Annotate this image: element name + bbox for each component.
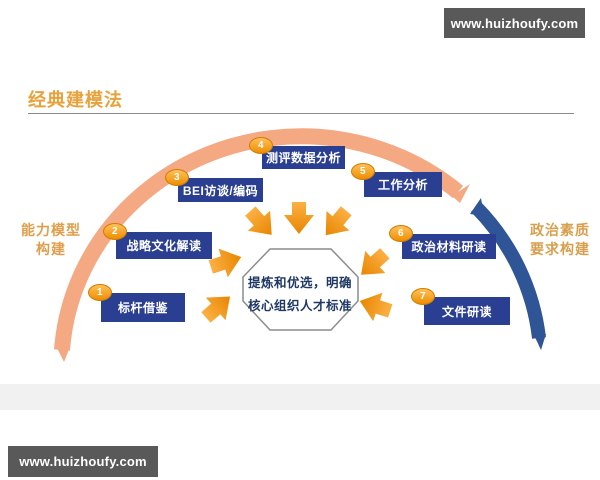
step-4-box: 4 测评数据分析: [249, 137, 345, 169]
step-4-badge: 4: [249, 137, 273, 154]
step-6-box: 6 政治材料研读: [389, 225, 496, 259]
step-5-badge: 5: [351, 163, 375, 180]
capability-arc-tail: [55, 344, 70, 362]
political-arc: [470, 202, 546, 339]
step-4-label: 测评数据分析: [265, 151, 341, 165]
arrow-icon-2: [284, 202, 314, 234]
step-7-badge: 7: [411, 288, 435, 305]
center-octagon: [242, 248, 359, 331]
step-1-box: 1 标杆借鉴: [88, 284, 185, 322]
page-title: 经典建模法: [28, 90, 123, 110]
step-2-box: 2 战略文化解读: [103, 223, 212, 259]
arrow-icon-3: [314, 201, 358, 245]
title-divider: [28, 113, 574, 114]
capability-arc-tip: [452, 184, 470, 203]
left-axis-label-line1: 能力模型: [21, 222, 81, 238]
step-5-label: 工作分析: [377, 178, 428, 192]
step-5-box: 5 工作分析: [351, 163, 442, 197]
step-3-box: 3 BEI访谈/编码: [165, 169, 263, 202]
capability-arc: [54, 128, 464, 351]
arrow-icon-4: [206, 242, 246, 282]
left-axis-label-line2: 构建: [36, 241, 66, 257]
step-1-label: 标杆借鉴: [117, 301, 168, 315]
step-2-label: 战略文化解读: [126, 239, 202, 253]
political-arc-tip: [470, 198, 484, 216]
arrow-icon-5: [196, 285, 240, 329]
center-statement: 提炼和优选，明确 核心组织人才标准: [243, 272, 357, 318]
step-7-box: 7 文件研读: [411, 288, 510, 325]
center-statement-line1: 提炼和优选，明确: [247, 276, 352, 290]
arrow-icon-7: [355, 286, 395, 326]
step-6-label: 政治材料研读: [411, 240, 487, 254]
bottom-gray-band: [0, 384, 600, 410]
political-arc-tail: [533, 333, 546, 350]
step-7-label: 文件研读: [441, 304, 492, 319]
step-3-label: BEI访谈/编码: [182, 183, 259, 198]
watermark-bottom: www.huizhoufy.com: [8, 446, 158, 477]
watermark-top: www.huizhoufy.com: [444, 8, 585, 38]
right-axis-label-line1: 政治素质: [530, 222, 590, 238]
center-statement-line2: 核心组织人才标准: [247, 299, 352, 313]
left-axis-label: 能力模型 构建: [12, 221, 90, 259]
right-axis-label: 政治素质 要求构建: [521, 221, 599, 259]
right-axis-label-line2: 要求构建: [530, 241, 590, 257]
step-6-badge: 6: [389, 225, 413, 242]
step-1-badge: 1: [88, 284, 112, 301]
step-3-badge: 3: [165, 169, 189, 186]
step-2-badge: 2: [103, 223, 127, 240]
arrow-icon-1: [239, 201, 283, 245]
